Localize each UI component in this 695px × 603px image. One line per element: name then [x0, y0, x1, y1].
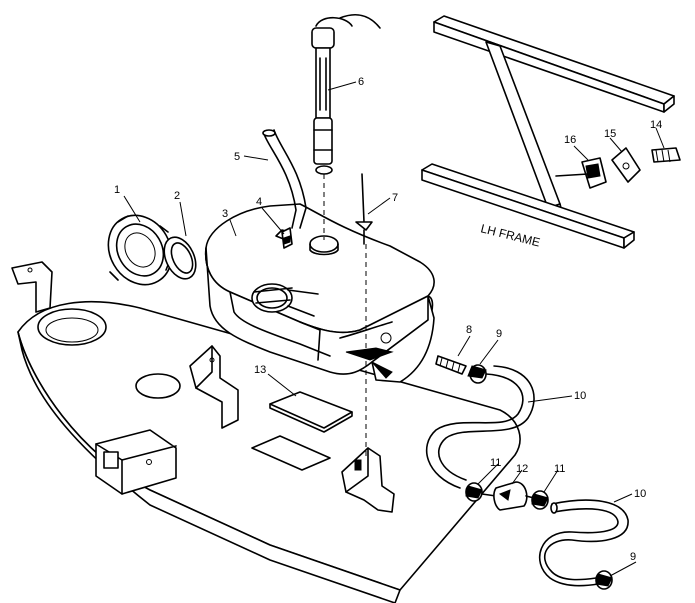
vent-fitting — [281, 227, 293, 249]
callout-1: 1 — [114, 184, 120, 196]
fuel-tank — [204, 203, 435, 383]
callout-13: 13 — [254, 364, 266, 376]
vent-hose — [262, 129, 307, 229]
hose-clamp-9b — [595, 570, 613, 590]
callout-8: 8 — [466, 324, 472, 336]
callout-10-lower: 10 — [634, 488, 646, 500]
frame-rail — [11, 261, 521, 603]
fuel-filter — [481, 481, 535, 511]
callout-4: 4 — [256, 196, 262, 208]
callout-11-right: 11 — [554, 463, 565, 475]
tank-fitting — [435, 355, 467, 375]
hose-clamp-9a — [467, 364, 487, 384]
retainer-pin — [355, 173, 373, 245]
callout-10-upper: 10 — [574, 390, 586, 402]
hose-clamp-11a — [465, 482, 483, 502]
callout-9-upper: 9 — [496, 328, 502, 340]
clip — [555, 157, 607, 189]
fuel-gauge — [311, 13, 381, 175]
leader-lines — [123, 81, 665, 577]
filler-cap — [107, 214, 173, 286]
callout-5: 5 — [234, 151, 240, 163]
mounting-pad — [269, 391, 353, 433]
callout-11-left: 11 — [490, 457, 501, 469]
callout-3: 3 — [222, 208, 228, 220]
lh-frame-label: LH FRAME — [479, 221, 541, 249]
fuel-line-upper — [426, 365, 535, 489]
hose-clamp-11b — [531, 490, 549, 510]
callout-14: 14 — [650, 119, 662, 131]
cap-gasket — [163, 236, 197, 280]
bolt — [651, 147, 681, 163]
callout-6: 6 — [358, 76, 364, 88]
callout-9-lower: 9 — [630, 551, 636, 563]
callout-12: 12 — [516, 463, 528, 475]
fuel-line-lower — [539, 499, 629, 587]
callout-2: 2 — [174, 190, 180, 202]
callout-16: 16 — [564, 134, 576, 146]
callout-7: 7 — [392, 192, 398, 204]
lh-frame — [421, 15, 675, 249]
callout-15: 15 — [604, 128, 616, 140]
bracket — [611, 147, 641, 183]
